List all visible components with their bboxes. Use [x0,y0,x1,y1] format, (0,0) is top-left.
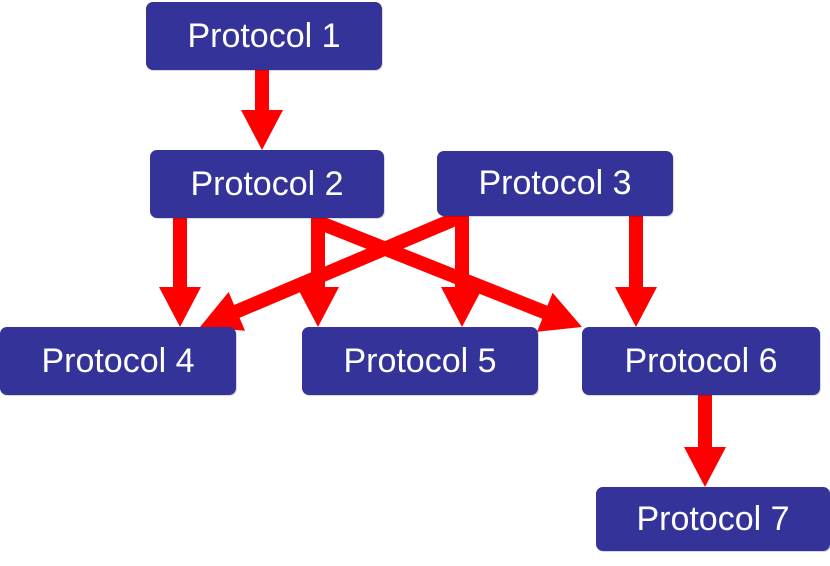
node-label: Protocol 3 [478,164,632,202]
arrow-head [297,287,339,327]
arrow-head [200,292,246,331]
arrow-p3-to-p4 [200,209,465,331]
node-protocol-4[interactable]: Protocol 4 [0,327,236,395]
node-protocol-5[interactable]: Protocol 5 [302,327,538,395]
arrow-head [537,292,582,332]
arrow-p6-to-p7 [684,395,726,487]
node-label: Protocol 6 [624,341,778,380]
arrow-head [615,287,657,327]
node-protocol-6[interactable]: Protocol 6 [582,327,820,395]
node-protocol-3[interactable]: Protocol 3 [437,151,673,216]
node-label: Protocol 5 [343,341,497,380]
arrow-p1-to-p2 [241,70,283,150]
node-label: Protocol 7 [636,499,790,538]
arrow-head [241,110,283,150]
arrow-p3-to-p5 [441,216,483,327]
arrow-shaft [315,215,550,320]
arrow-p2-to-p6 [315,215,582,332]
arrow-head [159,287,201,327]
arrow-p3-to-p6 [615,216,657,327]
node-label: Protocol 4 [41,341,195,380]
node-label: Protocol 1 [187,16,341,55]
node-protocol-1[interactable]: Protocol 1 [146,2,382,70]
arrow-shaft [232,209,465,319]
node-protocol-2[interactable]: Protocol 2 [150,150,384,218]
arrow-head [684,447,726,487]
arrow-p2-to-p4 [159,218,201,327]
arrow-head [441,287,483,327]
node-label: Protocol 2 [190,164,344,203]
node-protocol-7[interactable]: Protocol 7 [596,487,830,551]
